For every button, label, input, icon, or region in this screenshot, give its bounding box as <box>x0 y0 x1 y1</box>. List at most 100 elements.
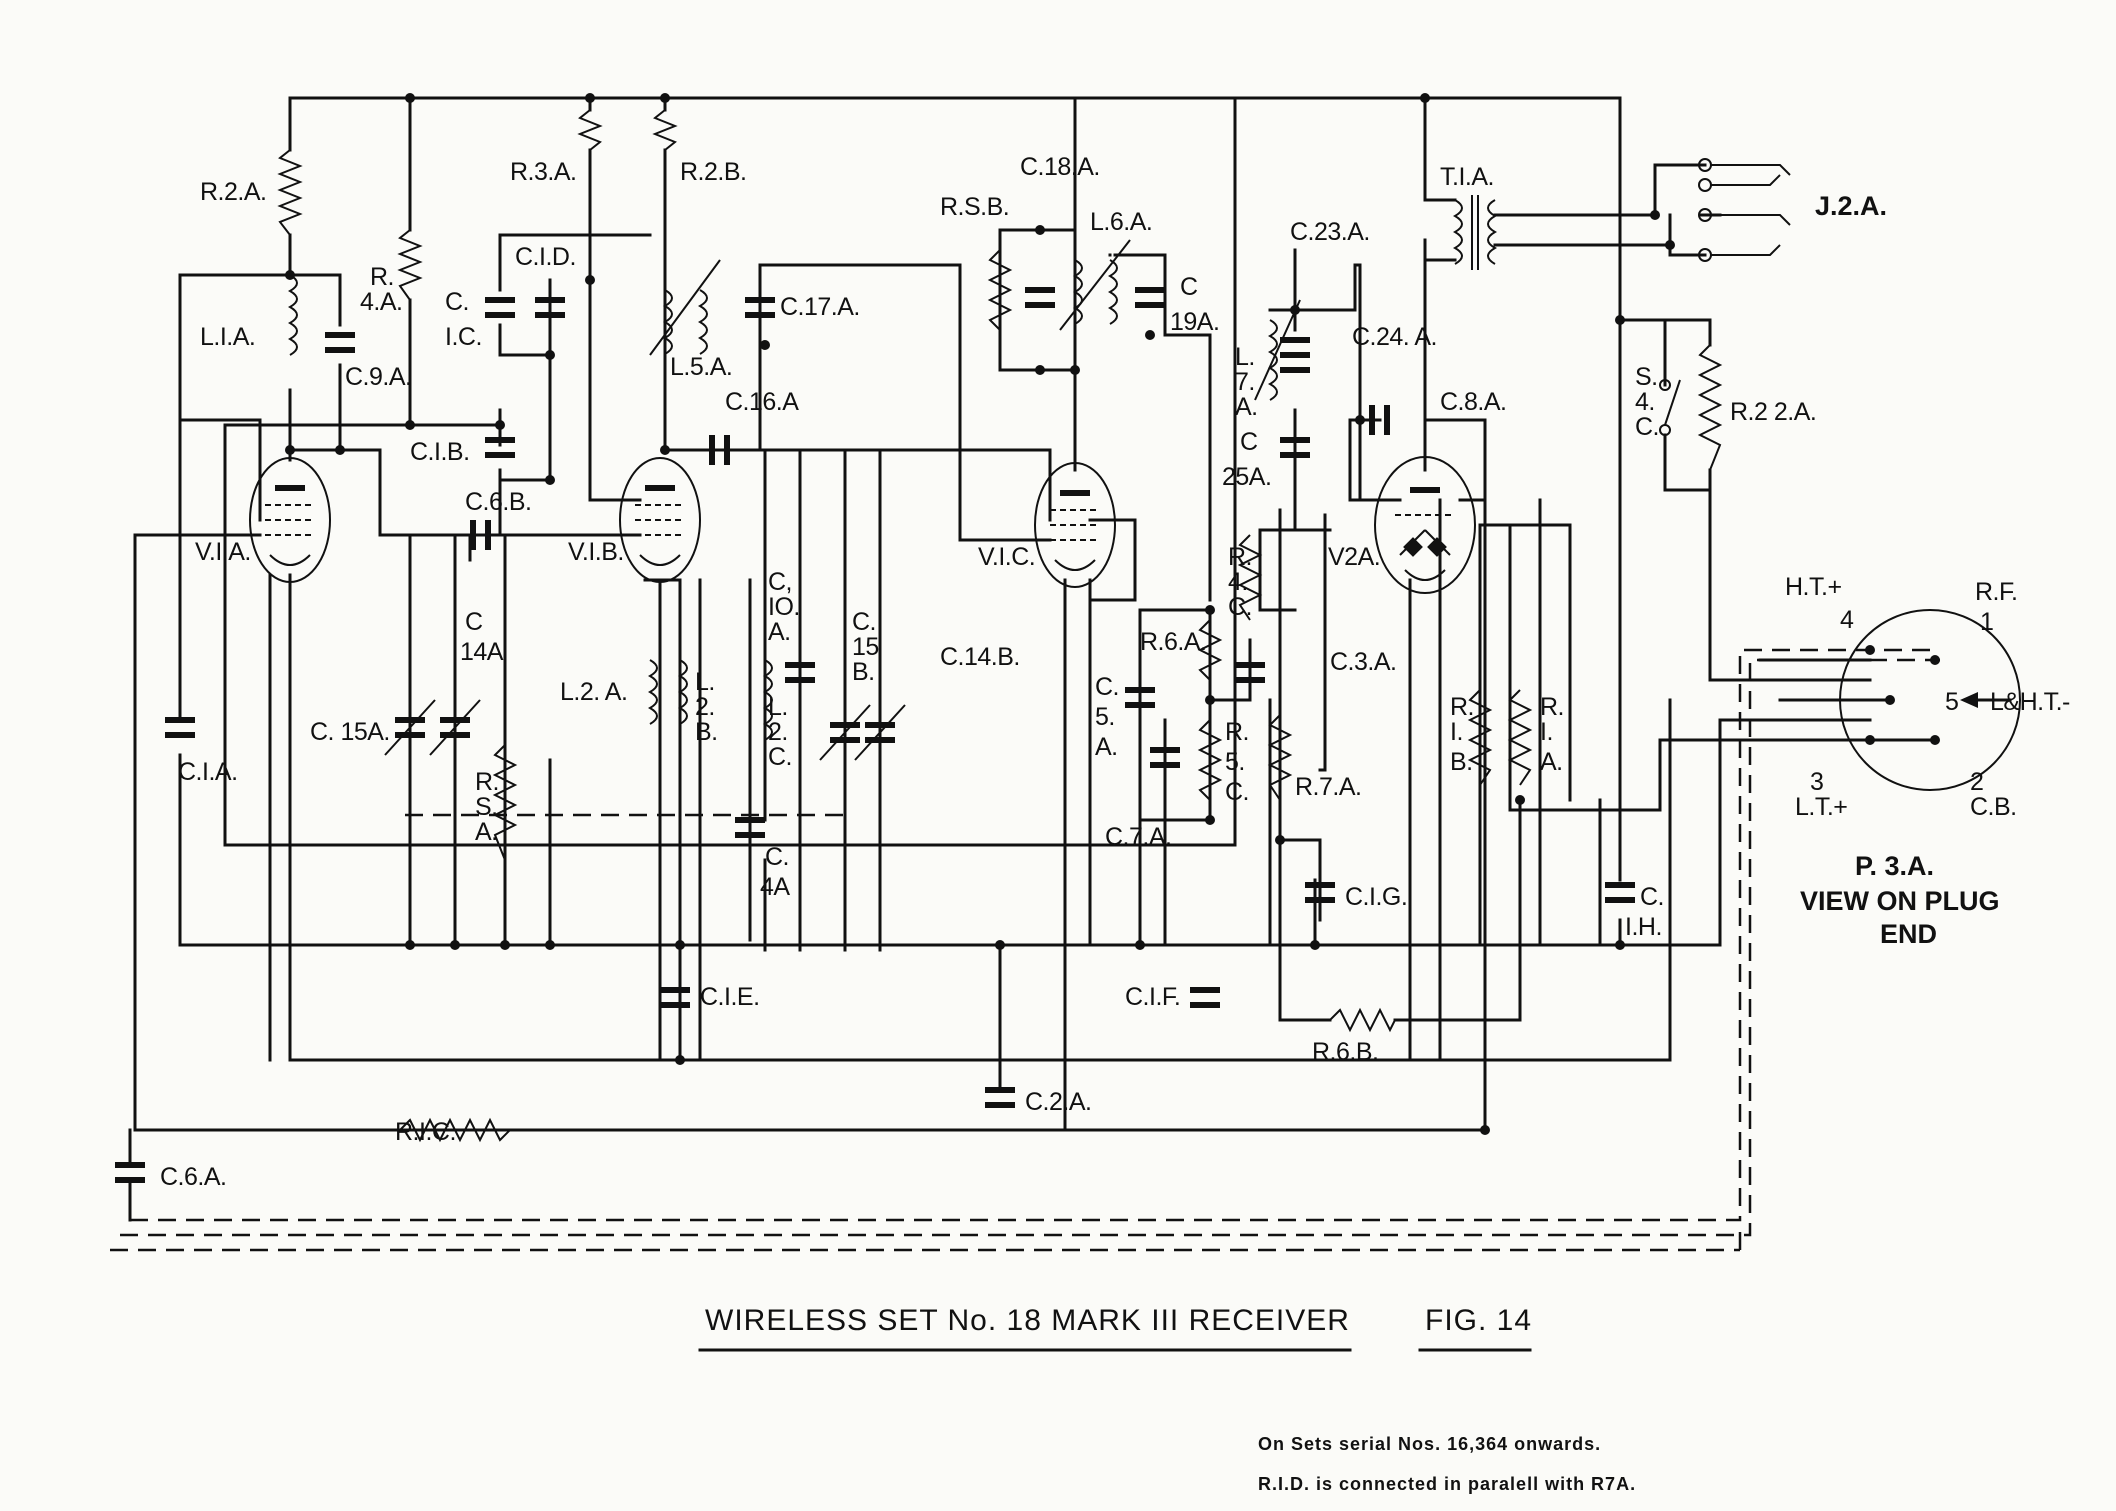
label-l2b-2: 2. <box>695 693 715 721</box>
label-c19a-2: 19A. <box>1170 308 1219 336</box>
r2b-zigzag <box>652 109 678 151</box>
c1c-capacitor <box>485 297 515 318</box>
r7a-zigzag <box>1267 714 1293 801</box>
l6a-coil-2 <box>1107 259 1118 325</box>
label-c1b: C.I.B. <box>410 438 470 466</box>
label-c1h-2: I.H. <box>1625 913 1662 941</box>
label-r1b-1: R. <box>1450 693 1474 721</box>
label-c4a-2: 4A <box>760 873 790 901</box>
resistors <box>277 109 1723 1143</box>
label-plug-lht: L&H.T.- <box>1990 688 2070 716</box>
c1f-capacitor <box>1190 987 1220 1008</box>
c7a-capacitor <box>1150 747 1180 768</box>
valve-v1a <box>249 457 331 583</box>
wiring <box>133 96 1792 1132</box>
label-c14b: C.14.B. <box>940 643 1020 671</box>
label-v1c: V.I.C. <box>978 543 1035 571</box>
label-r3a: R.3.A. <box>510 158 576 186</box>
label-plug-view-1: VIEW ON PLUG <box>1800 886 2000 916</box>
figure-caption: WIRELESS SET No. 18 MARK III RECEIVER FI… <box>698 1304 1532 1352</box>
label-plug-view-2: END <box>1880 919 1937 949</box>
label-c1c-1: C. <box>445 288 469 316</box>
label-s4c-2: 4. <box>1635 388 1655 416</box>
label-j2a: J.2.A. <box>1815 191 1887 221</box>
component-labels: R.2.A. R. 4.A. R.3.A. R.2.B. L.I.A. C.9.… <box>160 153 2071 1191</box>
label-r1b-3: B. <box>1450 748 1473 776</box>
label-c14a-2: 14A <box>460 638 504 666</box>
label-plug-name: P. 3.A. <box>1855 851 1934 881</box>
label-r6a: R.6.A. <box>1140 628 1206 656</box>
label-r4a-2: 4.A. <box>360 288 402 316</box>
r4c-zigzag <box>1237 534 1263 621</box>
footnote: On Sets serial Nos. 16,364 onwards. R.I.… <box>1258 1434 1635 1494</box>
l5a-coil <box>662 289 673 355</box>
c24a-capacitor <box>1280 337 1310 373</box>
label-c15a: C. 15A. <box>310 718 390 746</box>
c19a-capacitor <box>1135 287 1165 308</box>
c1a-capacitor <box>165 717 195 738</box>
label-c15b-3: B. <box>852 658 875 686</box>
label-r5a-1: R. <box>475 768 499 796</box>
transformer-t1a <box>1452 195 1498 270</box>
junction-dots <box>285 93 1675 1135</box>
label-c6a: C.6.A. <box>160 1163 226 1191</box>
label-c2a: C.2.A. <box>1025 1088 1091 1116</box>
label-l2c-3: C. <box>768 743 792 771</box>
label-r6b: R.6.B. <box>1312 1038 1378 1066</box>
c16a-capacitor <box>709 435 730 465</box>
label-l7a-2: 7. <box>1235 368 1255 396</box>
label-l5a: L.5.A. <box>670 353 732 381</box>
valve-v2a <box>1374 456 1476 594</box>
plug-p3a <box>1758 609 2021 791</box>
label-l2c-2: 2. <box>768 718 788 746</box>
label-c1a: C.I.A. <box>178 758 238 786</box>
c1e-capacitor <box>660 987 690 1008</box>
label-r4a-1: R. <box>370 263 394 291</box>
c6b-capacitor <box>470 520 491 550</box>
label-plug-rf: R.F. <box>1975 578 2017 606</box>
l7a-coil <box>1267 319 1278 401</box>
label-c5a-1: C. <box>1095 673 1119 701</box>
c3a-capacitor <box>1235 662 1265 683</box>
label-c1e: C.I.E. <box>700 983 760 1011</box>
r1b-zigzag <box>1467 689 1493 786</box>
label-c19a-1: C <box>1180 273 1198 301</box>
c4a-capacitor <box>735 817 765 838</box>
label-c10a-3: A. <box>768 618 791 646</box>
r6a-zigzag <box>1197 619 1223 681</box>
label-r4c-1: R. <box>1228 543 1252 571</box>
r4a-zigzag <box>397 229 423 301</box>
label-c9a: C.9.A. <box>345 363 411 391</box>
inductors <box>287 239 1301 741</box>
label-c10a-2: IO. <box>768 593 800 621</box>
label-c24a: C.24. A. <box>1352 323 1437 351</box>
label-r1a-1: R. <box>1540 693 1564 721</box>
c14a-capacitor <box>429 699 481 756</box>
c1d-capacitor <box>535 297 565 318</box>
label-r1a-3: A. <box>1540 748 1563 776</box>
label-r5c-1: R. <box>1225 718 1249 746</box>
r5c-zigzag <box>1197 719 1223 801</box>
c1b-capacitor <box>485 437 515 458</box>
label-c10a-1: C, <box>768 568 792 596</box>
label-l2b-3: B. <box>695 718 718 746</box>
label-plug-pin4: 4 <box>1840 606 1854 634</box>
label-plug-cb: C.B. <box>1970 793 2017 821</box>
label-c1d: C.I.D. <box>515 243 576 271</box>
r1a-zigzag <box>1507 689 1533 786</box>
label-c8a: C.8.A. <box>1440 388 1506 416</box>
label-v1b: V.I.B. <box>568 538 624 566</box>
label-r22a: R.2 2.A. <box>1730 398 1816 426</box>
jack-j2a <box>1698 158 1791 262</box>
caption-figure: FIG. 14 <box>1425 1304 1532 1337</box>
l6a-coil <box>1072 259 1083 325</box>
switch-s4c <box>1659 379 1681 436</box>
c10a-capacitor <box>785 662 815 683</box>
capacitors <box>115 287 1635 1183</box>
label-r7a: R.7.A. <box>1295 773 1361 801</box>
c6a-capacitor <box>115 1162 145 1183</box>
c15b-capacitor <box>819 704 871 761</box>
valve-v1c <box>1034 462 1116 588</box>
label-v1a: V.I.A. <box>195 538 251 566</box>
label-l1a: L.I.A. <box>200 323 255 351</box>
